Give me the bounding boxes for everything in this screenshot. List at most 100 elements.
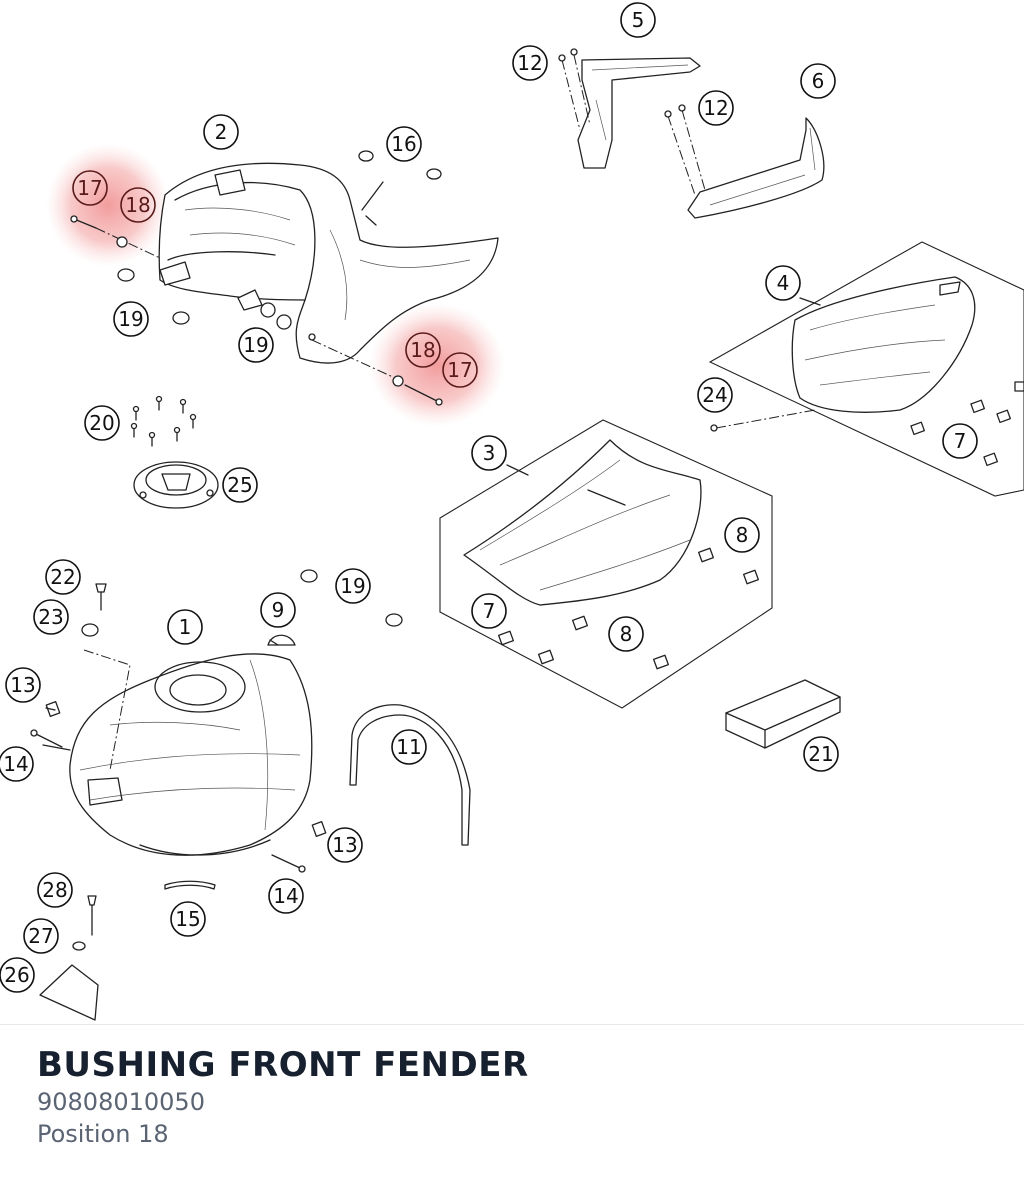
svg-text:18: 18 (125, 193, 150, 217)
callout-20: 20 (84, 405, 120, 441)
part-nuts (498, 381, 1024, 670)
part-rider-seat-3 (439, 419, 773, 709)
svg-text:8: 8 (736, 523, 749, 547)
svg-text:12: 12 (517, 51, 542, 75)
callout-19-b: 19 (238, 327, 274, 363)
part-fuel-cap-25 (133, 461, 219, 509)
callout-19-a: 19 (113, 301, 149, 337)
callout-11: 11 (391, 729, 427, 765)
svg-text:5: 5 (632, 8, 645, 32)
svg-text:12: 12 (703, 96, 728, 120)
svg-text:19: 19 (243, 333, 268, 357)
svg-text:13: 13 (332, 833, 357, 857)
part-grommets-16 (358, 150, 442, 180)
svg-text:24: 24 (702, 383, 727, 407)
callout-4: 4 (765, 265, 801, 301)
callout-19-c: 19 (335, 568, 371, 604)
callout-15: 15 (170, 901, 206, 937)
callout-2: 2 (203, 114, 239, 150)
callout-1: 1 (167, 609, 203, 645)
svg-text:17: 17 (77, 176, 102, 200)
callout-7-a: 7 (942, 423, 978, 459)
svg-text:19: 19 (340, 574, 365, 598)
svg-text:7: 7 (483, 599, 496, 623)
svg-text:23: 23 (38, 605, 63, 629)
part-name: BUSHING FRONT FENDER (37, 1045, 529, 1085)
callout-14-a: 14 (0, 746, 34, 782)
callout-8-b: 8 (608, 616, 644, 652)
callout-14-b: 14 (268, 878, 304, 914)
svg-text:4: 4 (777, 271, 790, 295)
part-fuel-tank-1 (69, 653, 313, 856)
callout-9: 9 (260, 592, 296, 628)
part-number: 90808010050 (37, 1088, 205, 1116)
part-screw-bushing-left (70, 215, 161, 259)
callout-24: 24 (697, 377, 733, 413)
callout-17-right: 17 (442, 352, 478, 388)
svg-text:17: 17 (447, 358, 472, 382)
exploded-parts-diagram: 17 18 18 17 2 16 19 19 20 25 5 12 12 6 4… (0, 2, 1024, 1021)
part-rear-bracket-6 (664, 104, 825, 219)
svg-text:9: 9 (272, 598, 285, 622)
svg-text:14: 14 (3, 752, 28, 776)
callout-18-left: 18 (120, 187, 156, 223)
part-screws-20 (130, 395, 197, 447)
callout-17-left: 17 (72, 170, 108, 206)
callout-13-a: 13 (5, 667, 41, 703)
svg-text:22: 22 (50, 565, 75, 589)
callout-12-b: 12 (698, 90, 734, 126)
part-clips-13-14 (30, 701, 327, 873)
svg-text:3: 3 (483, 441, 496, 465)
svg-text:11: 11 (396, 735, 421, 759)
part-9-cap (267, 634, 296, 646)
part-rear-bracket-5 (558, 48, 701, 169)
part-info-panel: BUSHING FRONT FENDER 90808010050 Positio… (0, 1024, 1024, 1177)
svg-text:2: 2 (215, 120, 228, 144)
svg-text:14: 14 (273, 884, 298, 908)
svg-text:15: 15 (175, 907, 200, 931)
part-mount-26-27-28 (39, 895, 99, 1021)
callout-8-a: 8 (724, 517, 760, 553)
svg-text:20: 20 (89, 411, 114, 435)
svg-text:21: 21 (808, 742, 833, 766)
part-screw-grommet-22-23 (81, 583, 131, 771)
highlight-glow-right (369, 303, 505, 427)
part-front-fairing (158, 162, 499, 364)
callout-22: 22 (45, 559, 81, 595)
callout-25: 25 (222, 467, 258, 503)
part-grommets-19-upper (117, 268, 292, 330)
callout-5: 5 (620, 2, 656, 38)
part-seat-cowl-4 (708, 241, 1024, 497)
callout-7-b: 7 (471, 593, 507, 629)
svg-text:1: 1 (179, 615, 192, 639)
callout-13-b: 13 (327, 827, 363, 863)
svg-text:6: 6 (812, 69, 825, 93)
svg-text:16: 16 (391, 132, 416, 156)
svg-text:8: 8 (620, 622, 633, 646)
callout-28: 28 (37, 872, 73, 908)
highlight-glow-left (46, 143, 170, 267)
svg-text:25: 25 (227, 473, 252, 497)
callout-23: 23 (33, 599, 69, 635)
callout-18-right: 18 (405, 332, 441, 368)
part-frame-bracket-11 (349, 704, 471, 846)
svg-text:27: 27 (28, 924, 53, 948)
callout-6: 6 (800, 63, 836, 99)
callout-26: 26 (0, 957, 35, 993)
leader-lines (42, 297, 821, 751)
callout-3: 3 (471, 435, 507, 471)
part-box-21 (725, 679, 841, 749)
svg-text:7: 7 (954, 429, 967, 453)
svg-text:28: 28 (42, 878, 67, 902)
svg-text:18: 18 (410, 338, 435, 362)
callout-12-a: 12 (512, 45, 548, 81)
svg-text:19: 19 (118, 307, 143, 331)
svg-text:13: 13 (10, 673, 35, 697)
part-position: Position 18 (37, 1120, 169, 1148)
part-grommets-19-lower (300, 569, 403, 627)
part-screw-bushing-right (311, 339, 443, 406)
callout-21: 21 (803, 736, 839, 772)
part-strip-15 (164, 880, 216, 890)
callout-16: 16 (386, 126, 422, 162)
svg-text:26: 26 (4, 963, 29, 987)
